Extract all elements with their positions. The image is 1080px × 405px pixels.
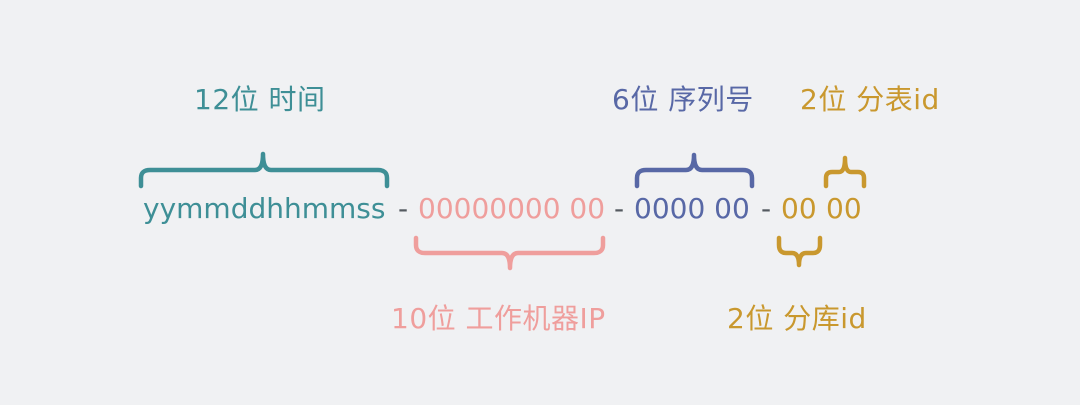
table-id-part: 00	[826, 192, 862, 225]
sequence-label: 6位 序列号	[612, 83, 754, 116]
db-id-part: 00	[781, 192, 817, 225]
time-label: 12位 时间	[194, 83, 326, 116]
time-part: yymmddhhmmss	[143, 192, 386, 225]
machine-ip-label: 10位 工作机器IP	[391, 302, 606, 335]
sequence-part: 0000 00	[634, 192, 750, 225]
time-brace	[138, 151, 390, 189]
separator-2: -	[614, 192, 625, 225]
db-id-label: 2位 分库id	[727, 302, 867, 335]
db-id-brace	[776, 235, 823, 268]
separator-3: -	[761, 192, 772, 225]
machine-ip-part: 00000000 00	[418, 192, 606, 225]
table-id-label: 2位 分表id	[800, 83, 940, 116]
separator-1: -	[398, 192, 409, 225]
machine-ip-brace	[413, 235, 606, 271]
sequence-brace	[634, 152, 755, 189]
table-id-brace	[823, 155, 867, 189]
